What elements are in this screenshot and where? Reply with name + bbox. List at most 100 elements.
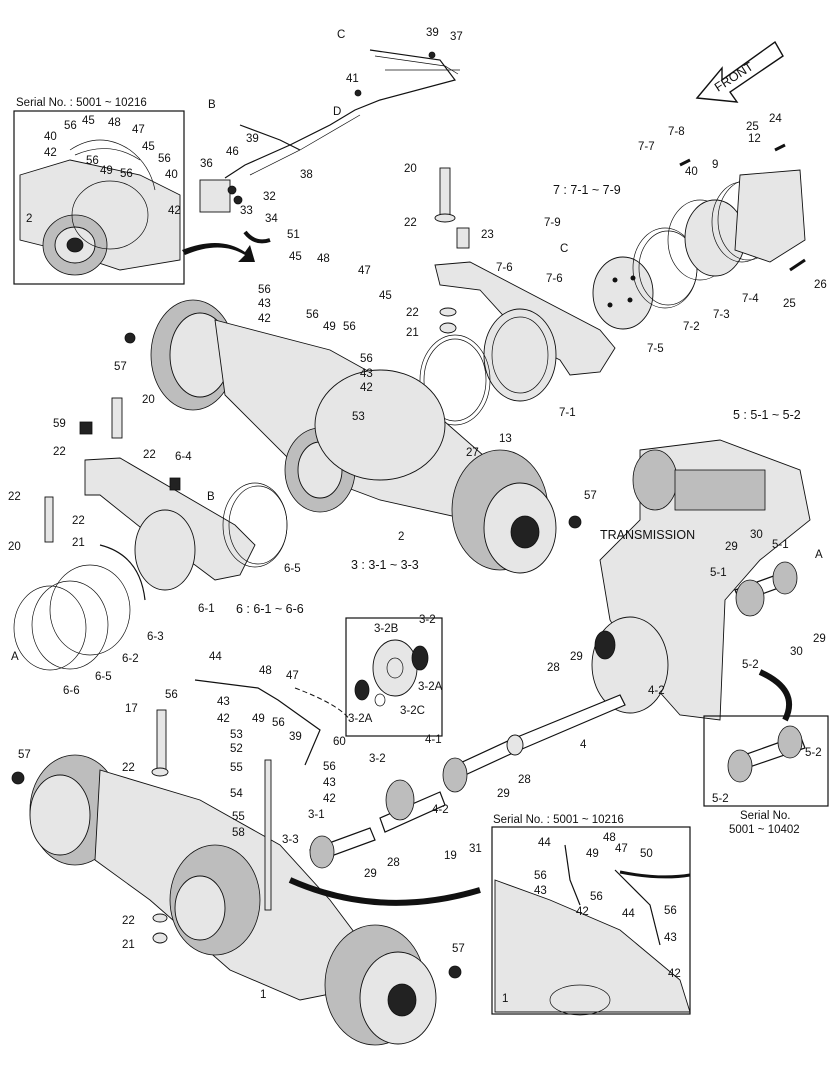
callout: 42 xyxy=(168,205,181,217)
callout: 41 xyxy=(346,73,359,85)
callout: 42 xyxy=(44,147,57,159)
callout: 33 xyxy=(240,205,253,217)
marker-b: B xyxy=(207,491,215,503)
callout: 5-2 xyxy=(805,747,822,759)
callout: 56 xyxy=(86,155,99,167)
callout: 2 xyxy=(26,213,32,225)
callout: 42 xyxy=(258,313,271,325)
callout: 44 xyxy=(209,651,222,663)
front-mount-bracket xyxy=(419,167,616,426)
inset-bottom-right xyxy=(491,826,691,1016)
front-support xyxy=(13,397,288,671)
callout: 22 xyxy=(143,449,156,461)
callout: 17 xyxy=(125,703,138,715)
callout: 43 xyxy=(664,932,677,944)
callout: 6-1 xyxy=(198,603,215,615)
callout: 55 xyxy=(232,811,245,823)
callout: 22 xyxy=(122,762,135,774)
callout: 43 xyxy=(534,885,547,897)
callout: 3-1 xyxy=(308,809,325,821)
callout: 56 xyxy=(272,717,285,729)
rear-inset-pointer-arrow xyxy=(288,877,481,906)
callout: 47 xyxy=(132,124,145,136)
callout: 5-1 xyxy=(710,567,727,579)
group-5: 5 : 5-1 ~ 5-2 xyxy=(733,408,801,422)
callout: 49 xyxy=(586,848,599,860)
callout: 7-9 xyxy=(544,217,561,229)
inset-top-left xyxy=(13,110,185,285)
callout: 59 xyxy=(53,418,66,430)
callout: 39 xyxy=(289,731,302,743)
callout: 19 xyxy=(444,850,457,862)
callout: 24 xyxy=(769,113,782,125)
callout: 21 xyxy=(122,939,135,951)
callout: 46 xyxy=(226,146,239,158)
callout: 43 xyxy=(258,298,271,310)
callout: 7-2 xyxy=(683,321,700,333)
callout: 47 xyxy=(286,670,299,682)
callout: 40 xyxy=(44,131,57,143)
group-6: 6 : 6-1 ~ 6-6 xyxy=(236,602,304,616)
callout: 48 xyxy=(603,832,616,844)
callout: 49 xyxy=(323,321,336,333)
callout: 30 xyxy=(750,529,763,541)
callout: 45 xyxy=(379,290,392,302)
callout: 31 xyxy=(469,843,482,855)
callout: 3-2C xyxy=(400,705,425,717)
callout: 56 xyxy=(323,761,336,773)
inset-pointer-arrow xyxy=(182,242,255,262)
inset-right-caption-2: 5001 ~ 10402 xyxy=(729,824,800,836)
callout: 29 xyxy=(813,633,826,645)
callout: 36 xyxy=(200,158,213,170)
group-3: 3 : 3-1 ~ 3-3 xyxy=(351,558,419,572)
callout: 43 xyxy=(360,368,373,380)
callout: 22 xyxy=(72,515,85,527)
callout: 39 xyxy=(426,27,439,39)
callout: 56 xyxy=(343,321,356,333)
callout: 50 xyxy=(640,848,653,860)
callout: 7-6 xyxy=(496,262,513,274)
callout: 1 xyxy=(502,993,508,1005)
callout: 56 xyxy=(258,284,271,296)
callout: 42 xyxy=(668,968,681,980)
callout: 51 xyxy=(287,229,300,241)
marker-c: C xyxy=(337,29,345,41)
callout: 47 xyxy=(615,843,628,855)
callout: 53 xyxy=(230,729,243,741)
callout: 52 xyxy=(230,743,243,755)
callout: 5-2 xyxy=(712,793,729,805)
callout: 56 xyxy=(64,120,77,132)
callout: 47 xyxy=(358,265,371,277)
callout: 7-3 xyxy=(713,309,730,321)
callout: 56 xyxy=(165,689,178,701)
drive-shafts xyxy=(309,561,798,869)
callout: 60 xyxy=(333,736,346,748)
callout: 6-2 xyxy=(122,653,139,665)
callout: 56 xyxy=(534,870,547,882)
callout: 20 xyxy=(404,163,417,175)
callout: 22 xyxy=(8,491,21,503)
callout: 56 xyxy=(590,891,603,903)
callout: 29 xyxy=(725,541,738,553)
callout: 56 xyxy=(158,153,171,165)
callout: 42 xyxy=(217,713,230,725)
callout: 3-3 xyxy=(282,834,299,846)
front-axle xyxy=(124,299,582,574)
callout: 58 xyxy=(232,827,245,839)
front-arrow xyxy=(695,40,784,103)
callout: 42 xyxy=(360,382,373,394)
callout: 4 xyxy=(580,739,587,751)
callout: 42 xyxy=(323,793,336,805)
callout: 3-2 xyxy=(369,753,386,765)
center-bearing-inset xyxy=(345,617,443,737)
rear-axle xyxy=(11,679,462,1046)
callout: 29 xyxy=(497,788,510,800)
callout: 45 xyxy=(142,141,155,153)
right-inset-pointer-arrow xyxy=(758,669,792,722)
inset-right xyxy=(703,715,829,807)
callout: 6-5 xyxy=(95,671,112,683)
callout: 28 xyxy=(387,857,400,869)
callout: 56 xyxy=(360,353,373,365)
callout: 48 xyxy=(317,253,330,265)
callout: 7-6 xyxy=(546,273,563,285)
